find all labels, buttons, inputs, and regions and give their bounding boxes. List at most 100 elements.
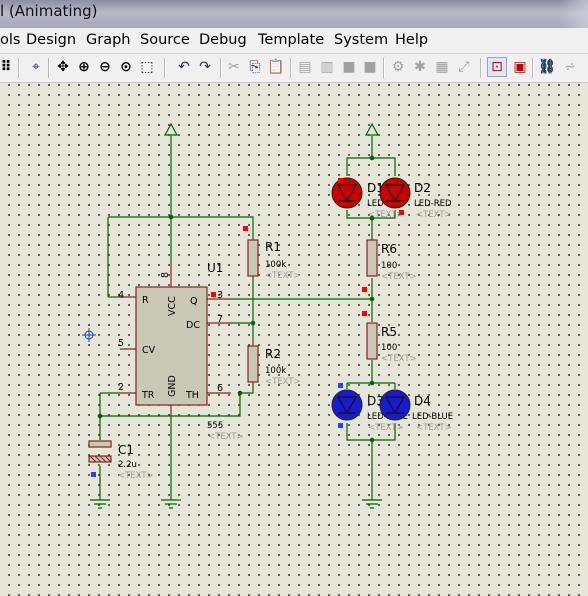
zoom-all-icon[interactable]: ⬚ <box>140 59 154 75</box>
copy-icon[interactable]: ⎘ <box>249 59 261 75</box>
pin-number-q: 3 <box>217 290 223 301</box>
package-icon[interactable]: ▦ <box>435 59 449 75</box>
menu-graph[interactable]: Graph <box>86 32 131 48</box>
toolbar-separator <box>383 58 385 78</box>
pin-number-dc: 7 <box>217 314 223 325</box>
schematic-drawing: 4 5 2 3 7 6 8 R CV TR Q DC TH VCC GND U1… <box>82 122 453 509</box>
r2-reference: R2 <box>265 347 281 361</box>
cut-icon[interactable]: ✂ <box>228 59 240 75</box>
decompose-icon[interactable]: ⤢ <box>458 59 470 75</box>
wire <box>346 136 373 176</box>
property-assign-icon[interactable]: ⛓ <box>538 59 556 75</box>
block-rotate-icon[interactable]: ■ <box>342 59 356 75</box>
u1-type: 555 <box>207 421 223 431</box>
wire <box>372 157 396 176</box>
zoom-out-icon[interactable]: ⊖ <box>99 59 111 75</box>
pin-number-cv: 5 <box>118 338 124 349</box>
toolbar-separator <box>480 58 482 78</box>
resistor-r5: R5 100 <TEXT> <box>366 322 417 364</box>
r1-text-placeholder: <TEXT> <box>265 271 301 281</box>
r6-reference: R6 <box>381 242 397 256</box>
toolbar-separator <box>164 58 166 78</box>
logic-state-marker <box>362 287 367 292</box>
make-device-icon[interactable]: ✱ <box>414 59 426 75</box>
led-d4: D4 LED-BLUE <TEXT> <box>379 389 453 433</box>
ic-555-u1: 4 5 2 3 7 6 8 R CV TR Q DC TH VCC GND U1… <box>118 261 244 442</box>
pin-label-cv: CV <box>142 345 156 356</box>
toolbar-separator <box>290 58 292 78</box>
pan-icon[interactable]: ✥ <box>57 59 69 75</box>
title-bar: l (Animating) <box>0 0 588 28</box>
search-tag-icon[interactable]: ▣ <box>513 59 527 75</box>
block-copy-icon[interactable]: ▤ <box>298 59 312 75</box>
wire <box>100 393 241 417</box>
crosshair-cursor-icon <box>82 328 96 342</box>
d3-text-placeholder: <TEXT> <box>368 423 404 433</box>
grid-icon[interactable]: ⠿ <box>0 59 12 75</box>
zoom-area-icon[interactable]: ⊙ <box>120 59 132 75</box>
menu-bar: ols Design Graph Source Debug Template S… <box>0 28 588 54</box>
menu-debug[interactable]: Debug <box>199 32 247 48</box>
capacitor-c1: C1 2.2u <TEXT> <box>88 440 154 481</box>
resistor-r2: R2 100k <TEXT> <box>247 343 301 387</box>
c1-text-placeholder: <TEXT> <box>118 471 154 481</box>
junction-dot <box>168 214 174 220</box>
pin-number-r: 4 <box>118 290 124 301</box>
d4-type: LED-BLUE <box>412 412 453 422</box>
resistor-r1: R1 100k <TEXT> <box>247 238 301 281</box>
logic-state-marker <box>243 226 248 231</box>
block-delete-icon[interactable]: ■ <box>363 59 377 75</box>
pin-number-tr: 2 <box>118 382 124 393</box>
wire <box>172 216 254 238</box>
menu-help[interactable]: Help <box>395 32 429 48</box>
pin-label-q: Q <box>190 296 197 307</box>
pin-label-dc: DC <box>186 320 200 331</box>
title-bar-glow <box>560 0 588 28</box>
menu-template[interactable]: Template <box>258 32 325 48</box>
pin-label-tr: TR <box>141 390 155 401</box>
pin-number-th: 6 <box>217 383 223 394</box>
power-terminal <box>163 122 179 136</box>
r2-value: 100k <box>265 366 286 376</box>
redo-icon[interactable]: ↷ <box>199 59 211 75</box>
menu-source[interactable]: Source <box>140 32 190 48</box>
ground-terminal <box>90 499 110 509</box>
design-explorer-icon[interactable]: ⩫ <box>564 59 576 75</box>
logic-state-marker <box>338 383 343 388</box>
paste-icon[interactable]: 📋 <box>267 59 285 75</box>
u1-text-placeholder: <TEXT> <box>208 432 244 442</box>
c1-reference: C1 <box>118 443 134 457</box>
toolbar: ⠿ ⌖ ✥ ⊕ ⊖ ⊙ ⬚ ↶ ↷ ✂ ⎘ 📋 ▤ ▥ ■ ■ ⚙ ✱ ▦ ⤢ … <box>0 54 588 83</box>
menu-tools[interactable]: ols <box>0 32 21 48</box>
toolbar-separator <box>48 58 50 78</box>
pin-label-th: TH <box>185 390 199 401</box>
ground-terminal <box>161 499 181 509</box>
wire-autorouter-icon[interactable]: ⊡ <box>487 57 507 77</box>
zoom-in-icon[interactable]: ⊕ <box>78 59 90 75</box>
d2-reference: D2 <box>414 181 431 195</box>
led-d2: D2 LED-RED <TEXT> <box>379 177 452 220</box>
pin-label-vcc: VCC <box>167 296 178 316</box>
origin-icon[interactable]: ⌖ <box>32 59 40 75</box>
d1-text-placeholder: <TEXT> <box>368 210 404 220</box>
pick-device-icon[interactable]: ⚙ <box>391 59 405 75</box>
r6-text-placeholder: <TEXT> <box>381 272 417 282</box>
block-move-icon[interactable]: ▥ <box>320 59 334 75</box>
r6-value: 100 <box>381 261 397 271</box>
power-terminal <box>364 122 380 136</box>
pin-label-gnd: GND <box>167 375 178 397</box>
toolbar-separator <box>220 58 222 78</box>
wire <box>240 384 254 394</box>
c1-value: 2.2u <box>118 460 137 470</box>
junction-dot <box>250 320 256 326</box>
undo-icon[interactable]: ↶ <box>178 59 190 75</box>
r1-value: 100k <box>265 260 286 270</box>
wire <box>346 383 396 389</box>
logic-state-marker <box>399 210 404 215</box>
d2-text-placeholder: <TEXT> <box>416 210 452 220</box>
menu-system[interactable]: System <box>334 32 389 48</box>
schematic-canvas[interactable]: 4 5 2 3 7 6 8 R CV TR Q DC TH VCC GND U1… <box>0 83 588 596</box>
menu-design[interactable]: Design <box>26 32 77 48</box>
logic-state-marker <box>362 311 367 316</box>
r1-reference: R1 <box>265 240 281 254</box>
